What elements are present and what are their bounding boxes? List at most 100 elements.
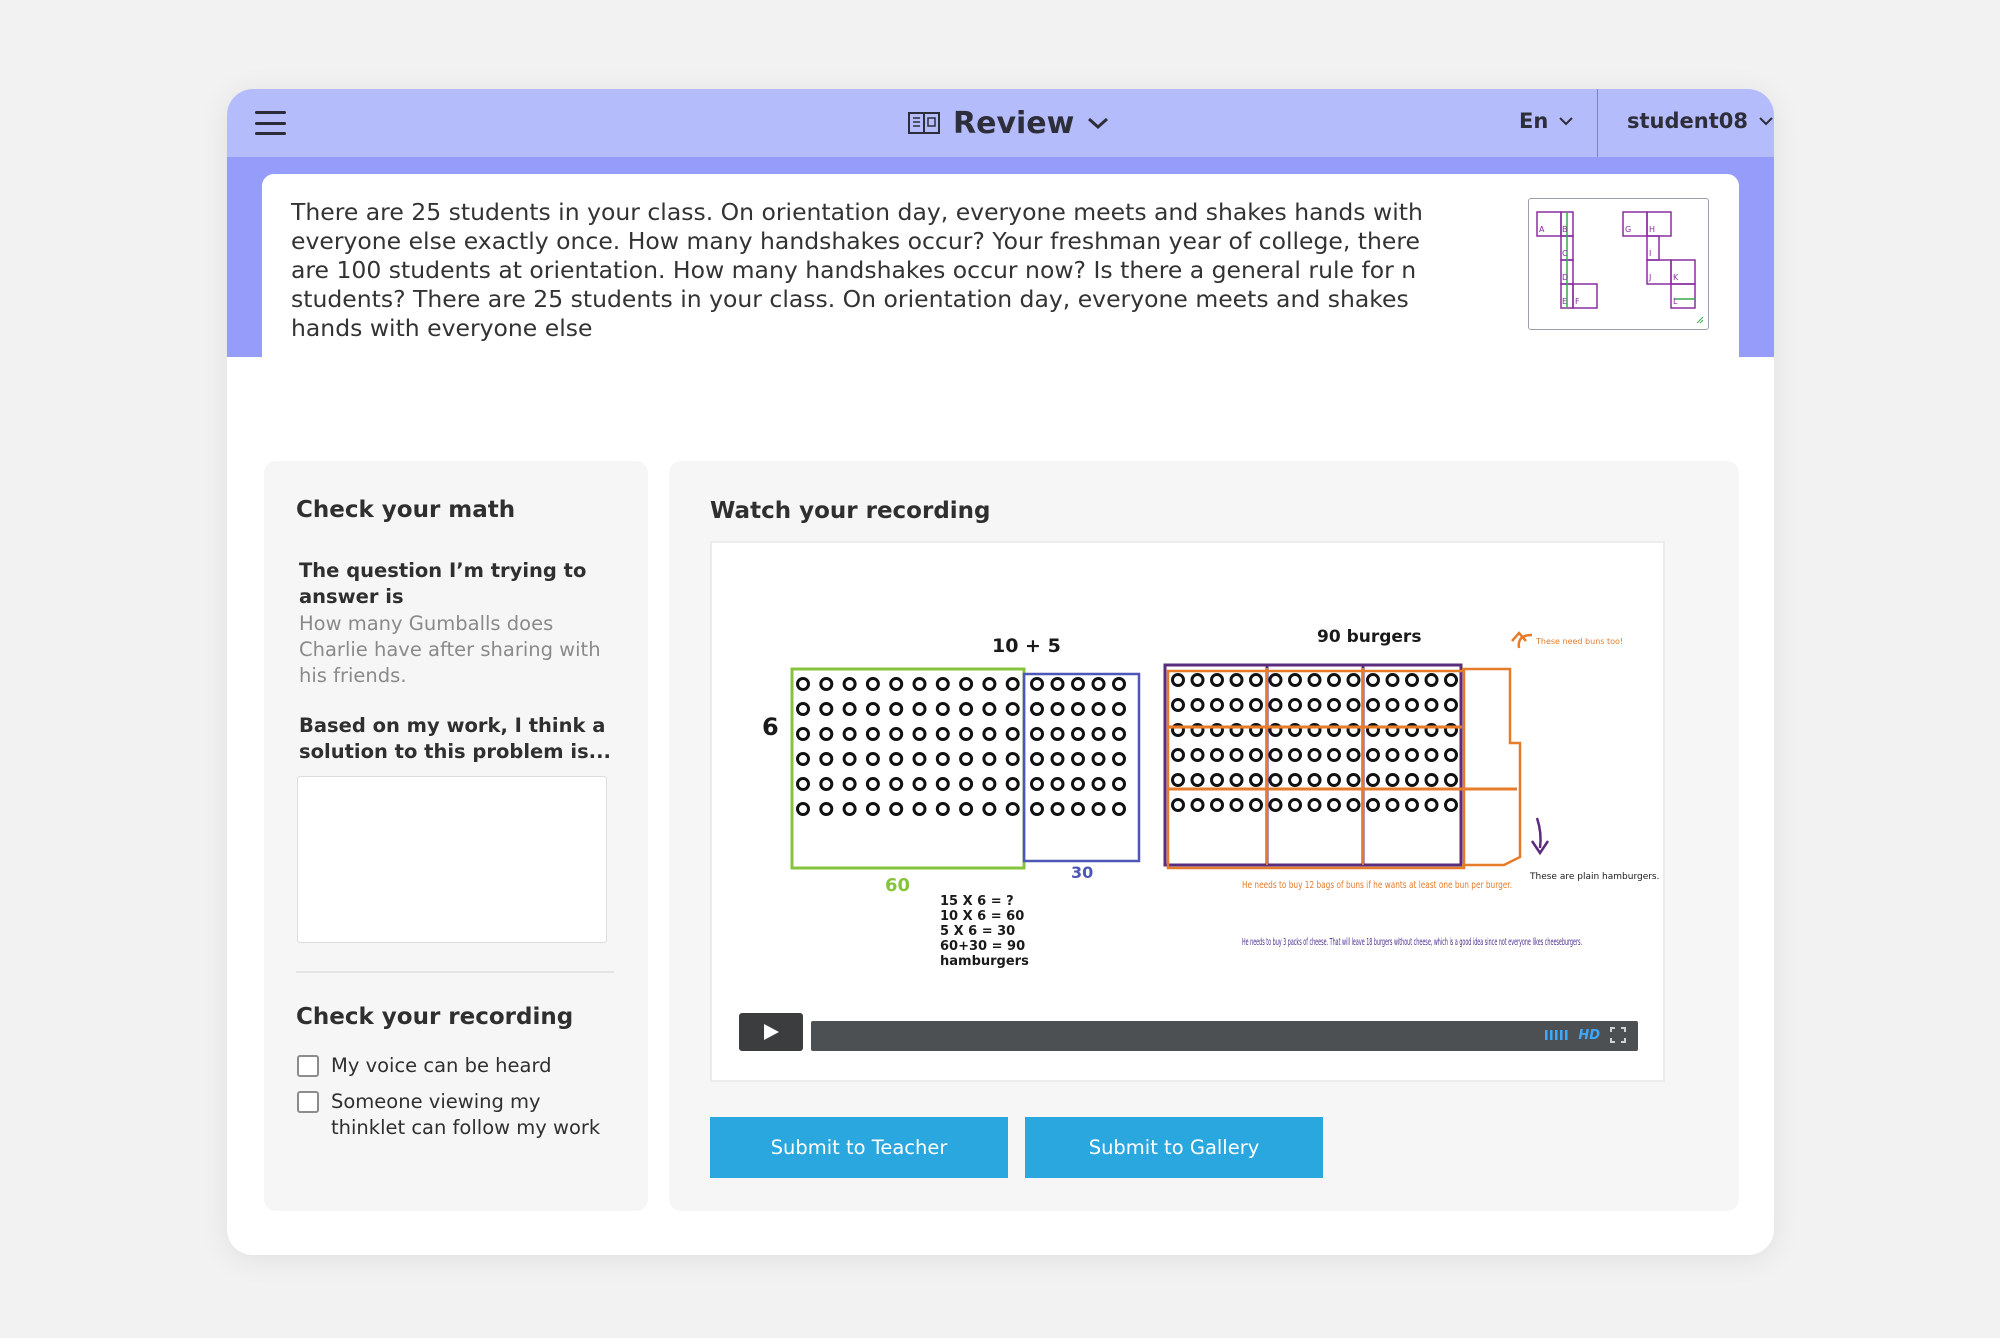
drawn-circle [889,677,904,691]
blue-region [1022,672,1141,863]
play-button[interactable] [739,1013,803,1051]
drawn-circle [1190,698,1205,712]
checkbox-box[interactable] [297,1055,319,1077]
drawn-circle [1249,748,1263,762]
drawn-circle [1071,677,1085,691]
check-math-panel: Check your math The question I’m trying … [264,461,648,1211]
drawn-circle [1171,673,1185,687]
drawn-circle [819,802,834,816]
hamburger-menu-icon[interactable] [255,111,286,135]
drawn-circle [1112,727,1126,741]
question-label: The question I’m trying to answer is [299,559,587,608]
recording-frame-image: 10 + 5 6 60 30 15 X 6 = ? 10 X 6 = 60 5 … [762,627,1659,969]
thumb-label-f: F [1575,297,1580,306]
work-line-3: 5 X 6 = 30 [940,924,1015,939]
video-progress-bar[interactable]: HD [811,1021,1638,1051]
thumb-label-h: H [1649,225,1655,234]
drawn-circle [1050,777,1065,791]
drawn-circle [982,727,997,741]
drawn-circle [1346,723,1361,737]
volume-bars-icon[interactable] [1544,1028,1568,1042]
main-content: Check your math The question I’m trying … [227,423,1774,1255]
drawn-circle [1366,798,1380,812]
checkbox-follow-work[interactable]: Someone viewing my thinklet can follow m… [297,1089,617,1141]
drawn-circle [1249,723,1263,737]
thinklet-card: Review En student08 There are 25 student… [227,89,1774,1255]
drawn-circle [1112,752,1126,766]
mode-dropdown[interactable]: Review [907,103,1110,143]
drawn-circle [982,777,997,791]
drawn-circle [1229,673,1244,687]
submit-to-teacher-button[interactable]: Submit to Teacher [710,1117,1008,1178]
checkbox-voice-heard[interactable]: My voice can be heard [297,1053,552,1079]
drawn-circle [1424,748,1439,762]
fullscreen-icon[interactable] [1610,1027,1626,1043]
drawn-circle [1444,723,1458,737]
drawn-circle [1210,723,1224,737]
drawn-circle [1229,798,1244,812]
drawn-circle [1405,723,1419,737]
video-player[interactable]: 10 + 5 6 60 30 15 X 6 = ? 10 X 6 = 60 5 … [710,541,1665,1082]
drawn-circle [1444,798,1458,812]
drawn-circle [1405,698,1419,712]
drawn-circle [1171,698,1185,712]
drawn-circle [1071,752,1085,766]
drawn-circle [865,777,880,791]
drawn-circle [889,727,904,741]
drawn-circle [1030,802,1044,816]
drawn-circle [1307,723,1322,737]
thumb-label-j: J [1648,273,1651,282]
drawn-circle [1307,673,1322,687]
drawn-circle [1327,798,1341,812]
drawn-circle [1424,773,1439,787]
drawn-circle [796,777,810,791]
note-buns-too: These need buns too! [1535,637,1623,646]
drawn-circle [935,677,950,691]
purple-box-3 [1361,663,1463,867]
drawn-circle [1091,677,1106,691]
label-ten-plus-five: 10 + 5 [992,635,1061,657]
drawn-circle [1346,773,1361,787]
solution-input[interactable] [297,776,607,943]
drawn-circle [865,677,880,691]
drawn-circle [842,802,857,816]
drawn-circle [1030,752,1044,766]
drawn-circle [1444,673,1458,687]
drawn-circle [865,752,880,766]
drawn-circle [1112,777,1126,791]
drawn-circle [1346,698,1361,712]
drawn-circle [842,727,857,741]
drawn-circle [912,727,927,741]
drawn-circle [912,802,927,816]
drawn-circle [935,777,950,791]
drawn-circle [1030,677,1044,691]
work-line-4: 60+30 = 90 [940,939,1025,954]
drawn-circle [1112,677,1126,691]
drawn-circle [1005,702,1020,716]
drawn-circle [1229,773,1244,787]
label-sixty: 60 [885,875,910,896]
recording-title: Watch your recording [710,498,991,524]
hd-toggle[interactable]: HD [1578,1027,1600,1043]
note-cheese: He needs to buy 3 packs of cheese. That … [1242,937,1582,948]
language-dropdown[interactable]: En [1519,109,1574,133]
submit-to-gallery-button[interactable]: Submit to Gallery [1025,1117,1323,1178]
drawn-circle [1405,798,1419,812]
drawn-circle [889,802,904,816]
drawn-circle [1444,748,1458,762]
check-math-title: Check your math [296,497,516,523]
drawn-circle [1091,727,1106,741]
checkbox-box[interactable] [297,1091,319,1113]
recording-panel: Watch your recording [669,461,1739,1211]
drawn-circle [842,702,857,716]
drawn-circle [889,702,904,716]
username-label: student08 [1627,109,1748,133]
drawn-circle [1071,702,1085,716]
user-menu-dropdown[interactable]: student08 [1627,109,1774,133]
problem-image-thumbnail[interactable]: A B C D E F G H I J K L [1528,198,1709,330]
drawn-circle [1288,798,1302,812]
drawn-circle [1190,798,1205,812]
thumb-label-e: E [1562,297,1567,306]
thumb-label-b: B [1562,225,1568,234]
note-plain-hamburgers: These are plain hamburgers. [1529,872,1659,882]
